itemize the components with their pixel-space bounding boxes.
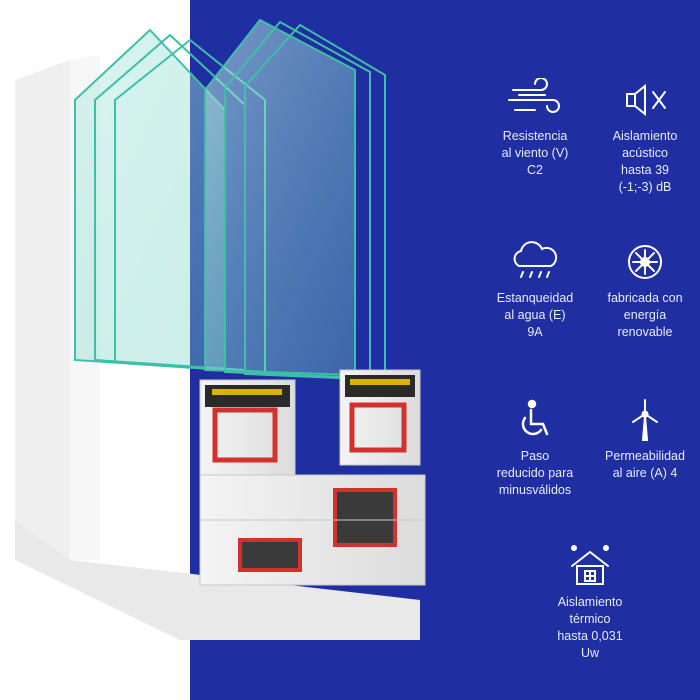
renewable-energy-icon bbox=[628, 245, 662, 279]
feature-label: Resistencia al viento (V) C2 bbox=[501, 129, 569, 177]
feature-label: Permeabilidad al aire (A) 4 bbox=[605, 449, 685, 480]
feature-thermal-insulation: Aislamiento térmico hasta 0,031 Uw bbox=[530, 544, 650, 662]
wind-icon bbox=[508, 78, 560, 113]
feature-label: Aislamiento acústico hasta 39 (-1;-3) dB bbox=[612, 129, 678, 194]
glass-pane-right bbox=[204, 18, 356, 377]
rain-cloud-icon bbox=[513, 241, 558, 278]
feature-label: fabricada con energía renovable bbox=[607, 291, 683, 339]
feature-acoustic: Aislamiento acústico hasta 39 (-1;-3) dB bbox=[585, 78, 700, 196]
feature-label: Aislamiento térmico hasta 0,031 Uw bbox=[557, 595, 623, 660]
feature-water-tightness: Estanqueidad al agua (E) 9A bbox=[475, 240, 595, 341]
feature-accessibility: Paso reducido para minusválidos bbox=[475, 398, 595, 499]
feature-air-permeability: Permeabilidad al aire (A) 4 bbox=[585, 398, 700, 482]
feature-wind-resistance: Resistencia al viento (V) C2 bbox=[475, 78, 595, 179]
thermal-house-icon bbox=[571, 545, 609, 585]
glass-pane-left bbox=[74, 28, 226, 372]
wind-turbine-icon bbox=[632, 399, 658, 441]
feature-renewable-energy: fabricada con energía renovable bbox=[585, 240, 700, 341]
wheelchair-icon bbox=[521, 399, 549, 436]
speaker-mute-icon bbox=[626, 83, 666, 117]
feature-label: Estanqueidad al agua (E) 9A bbox=[496, 291, 574, 339]
outer-frame bbox=[15, 60, 70, 560]
feature-label: Paso reducido para minusválidos bbox=[496, 449, 574, 497]
